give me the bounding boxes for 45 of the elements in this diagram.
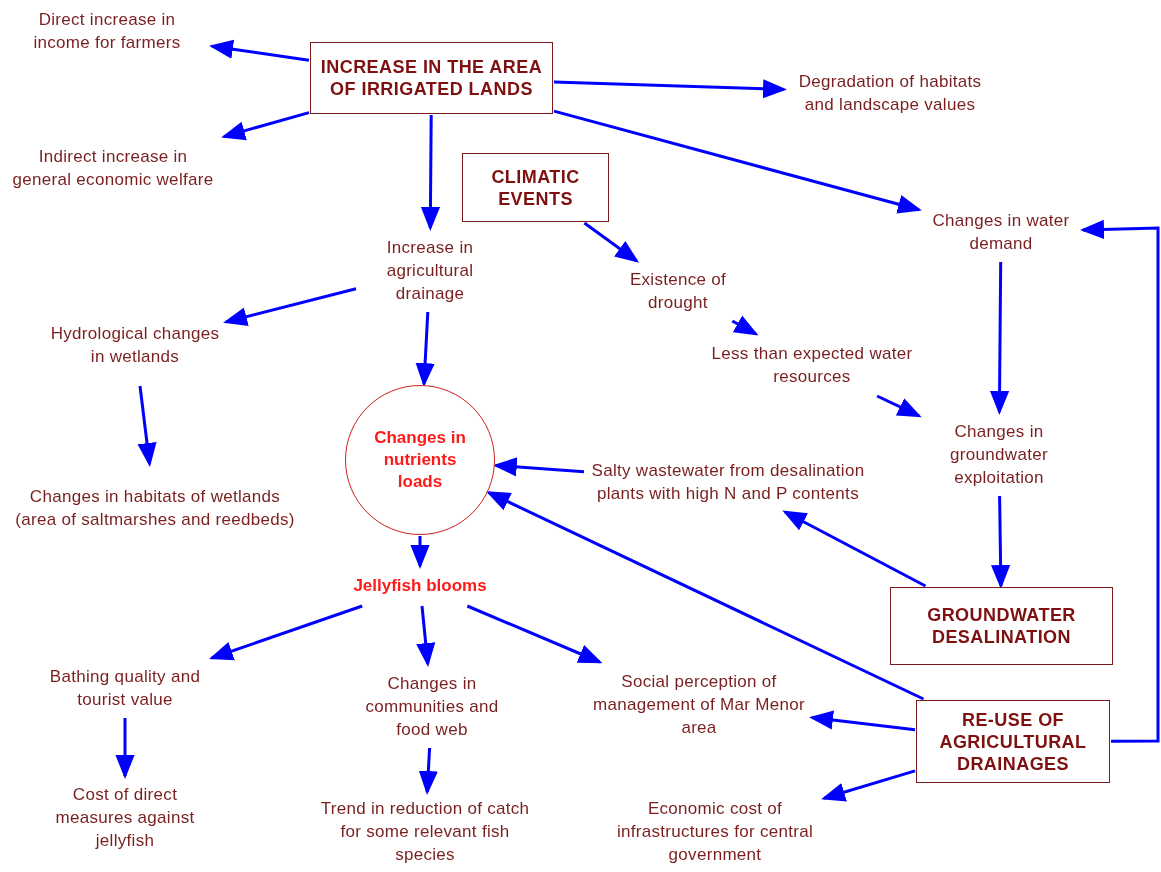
arrow	[583, 221, 640, 263]
arrow	[416, 605, 436, 667]
concept-text: Changes in habitats of wetlands (area of saltmarshes and reedbeds)	[10, 470, 300, 546]
arrow	[821, 769, 916, 802]
concept-text: Economic cost of infrastructures for central government	[612, 798, 818, 864]
arrow	[466, 604, 603, 664]
arrow	[223, 287, 357, 326]
concept-text: Direct increase in income for farmers	[8, 6, 206, 56]
concept-text: Indirect increase in general economic welfare	[8, 134, 218, 202]
arrow	[209, 39, 310, 62]
concept-text: Increase in agricultural drainage	[362, 234, 498, 306]
concept-text: Bathing quality and tourist value	[30, 664, 220, 712]
arrow	[731, 315, 759, 336]
concept-text: Salty wastewater from desalination plants with high N and P contents	[590, 458, 866, 506]
concept-text: Changes in communities and food web	[358, 670, 506, 742]
concept-text: Degradation of habitats and landscape values	[790, 70, 990, 116]
arrow	[876, 394, 922, 418]
arrow	[553, 79, 787, 99]
concept-text: Less than expected water resources	[706, 340, 918, 390]
arrow	[553, 109, 922, 214]
arrow	[991, 495, 1011, 589]
concept-text: Hydrological changes in wetlands	[50, 310, 220, 380]
arrow	[208, 604, 363, 661]
arrow	[782, 510, 927, 588]
arrow	[221, 111, 310, 141]
concept-box: GROUNDWATER DESALINATION	[890, 587, 1113, 665]
arrow	[420, 115, 441, 231]
arrow	[410, 536, 430, 569]
arrow	[418, 747, 438, 795]
concept-box: RE-USE OF AGRICULTURAL DRAINAGES	[916, 700, 1110, 783]
arrow	[1080, 219, 1160, 743]
concept-box: CLIMATIC EVENTS	[462, 153, 609, 222]
arrow	[137, 385, 157, 467]
concept-text: Changes in water demand	[925, 208, 1077, 256]
concept-text: Existence of drought	[608, 267, 748, 315]
concept-box: INCREASE IN THE AREA OF IRRIGATED LANDS	[310, 42, 553, 114]
arrow	[809, 710, 916, 732]
arrow	[486, 491, 925, 701]
arrow	[990, 262, 1010, 415]
concept-text: Cost of direct measures against jellyfish	[40, 782, 210, 852]
concept-text: Changes in groundwater exploitation	[925, 418, 1073, 490]
concept-text: Social perception of management of Mar Menor area	[592, 668, 806, 740]
arrow	[115, 718, 135, 779]
highlight-text: Jellyfish blooms	[335, 572, 505, 600]
concept-text: Trend in reduction of catch for some relevant fish species	[312, 798, 538, 864]
